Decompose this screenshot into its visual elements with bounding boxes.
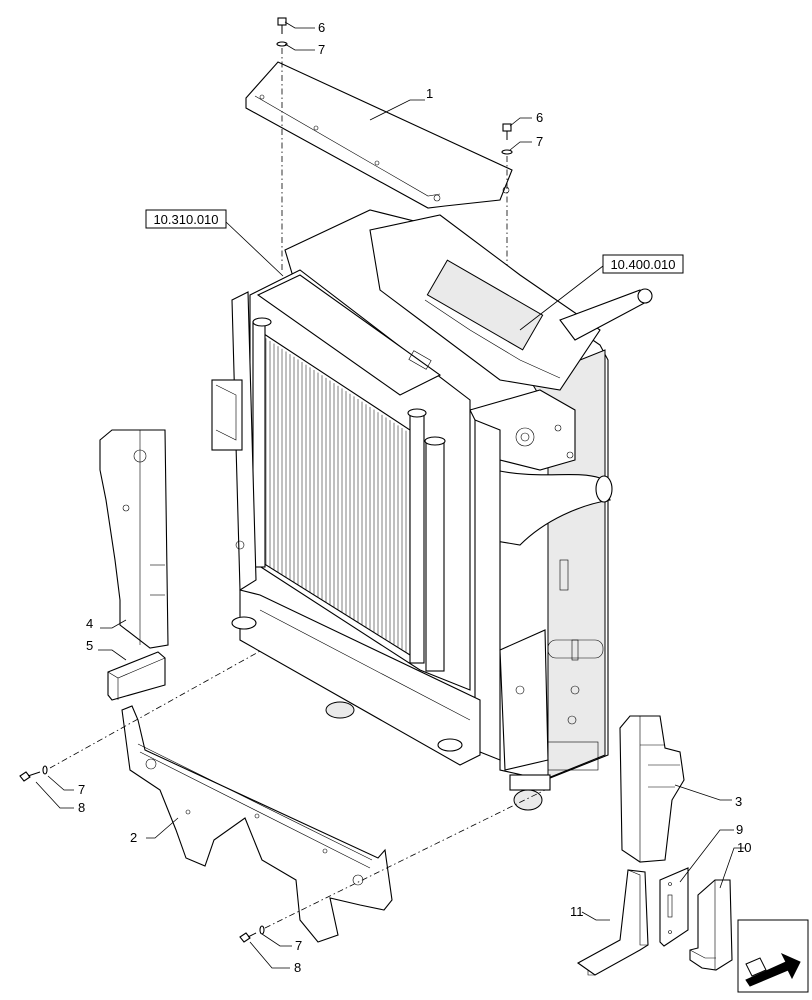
- callout-10: 10: [737, 840, 751, 855]
- callout-3: 3: [735, 794, 742, 809]
- bolt-6-right: [502, 123, 512, 140]
- callout-6a: 6: [318, 20, 325, 35]
- callout-6b: 6: [536, 110, 543, 125]
- callout-1: 1: [426, 86, 433, 101]
- callout-9: 9: [736, 822, 743, 837]
- bracket-9: [659, 867, 689, 947]
- ref-label-radiator: 10.310.010: [153, 212, 218, 227]
- callout-2: 2: [130, 830, 137, 845]
- callout-7b: 7: [536, 134, 543, 149]
- seal-11: [576, 869, 649, 976]
- callout-5: 5: [86, 638, 93, 653]
- seal-4: [99, 429, 169, 649]
- leaders: [35, 21, 746, 969]
- washer-7-left: [276, 41, 288, 47]
- seal-5: [107, 651, 166, 701]
- callout-7a: 7: [318, 42, 325, 57]
- ref-box-radiator[interactable]: 10.310.010: [145, 209, 227, 229]
- callout-4: 4: [86, 616, 93, 631]
- navigation-arrow-icon[interactable]: [737, 919, 809, 993]
- washer-7-lower-right: [259, 925, 265, 935]
- callout-11: 11: [570, 904, 584, 919]
- seal-3: [619, 715, 685, 863]
- bolt-8-right: [239, 932, 257, 943]
- callout-7d: 7: [295, 938, 302, 953]
- callout-labels: 1 2 3 4 5 6 7 6 7 7 8 7 8 9 10 11: [78, 20, 751, 975]
- cooling-package: [211, 209, 653, 811]
- top-cover-plate: [245, 61, 513, 209]
- seal-10: [689, 879, 733, 971]
- ref-label-cooler: 10.400.010: [610, 257, 675, 272]
- washer-7-lower-left: [42, 765, 48, 775]
- ref-box-cooler[interactable]: 10.400.010: [602, 254, 684, 274]
- bolt-6-left: [277, 17, 287, 34]
- lower-baffle-plate: [121, 705, 393, 943]
- washer-7-right: [501, 149, 513, 155]
- callout-7c: 7: [78, 782, 85, 797]
- callout-8a: 8: [78, 800, 85, 815]
- callout-8b: 8: [294, 960, 301, 975]
- bolt-8-left: [19, 771, 41, 782]
